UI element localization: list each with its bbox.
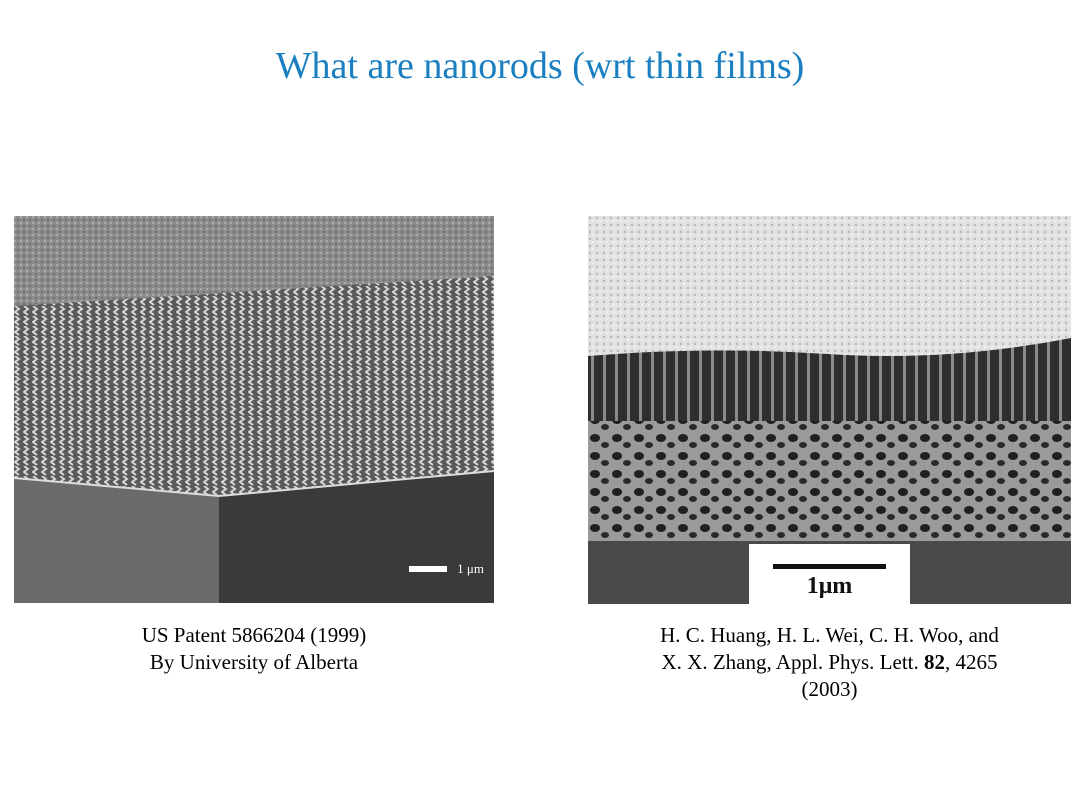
caption-line: X. X. Zhang, Appl. Phys. Lett. 82, 4265 xyxy=(578,649,1080,676)
scale-bar-line xyxy=(409,566,448,572)
scale-bar-label: 1μm xyxy=(806,573,853,599)
sem-image-nanorods-huang: 1μm xyxy=(588,216,1071,604)
scale-bar-line xyxy=(773,564,886,569)
caption-line: H. C. Huang, H. L. Wei, C. H. Woo, and xyxy=(660,623,999,647)
caption-line: (2003) xyxy=(801,677,858,701)
caption-text: X. X. Zhang, Appl. Phys. Lett. xyxy=(661,650,924,674)
caption-left: US Patent 5866204 (1999) By University o… xyxy=(14,622,494,676)
scale-bar-label: 1 μm xyxy=(457,561,484,576)
caption-right: H. C. Huang, H. L. Wei, C. H. Woo, and X… xyxy=(578,622,1080,703)
caption-text: , 4265 xyxy=(945,650,998,674)
scale-bar: 1 μm xyxy=(409,561,484,577)
volume-number: 82 xyxy=(924,650,945,674)
scale-bar: 1μm xyxy=(749,544,910,604)
caption-line: US Patent 5866204 (1999) xyxy=(141,623,367,647)
sem-image-nanorods-patent: 1 μm xyxy=(14,216,494,603)
slide-title: What are nanorods (wrt thin films) xyxy=(275,45,805,87)
caption-line: By University of Alberta xyxy=(149,650,359,674)
